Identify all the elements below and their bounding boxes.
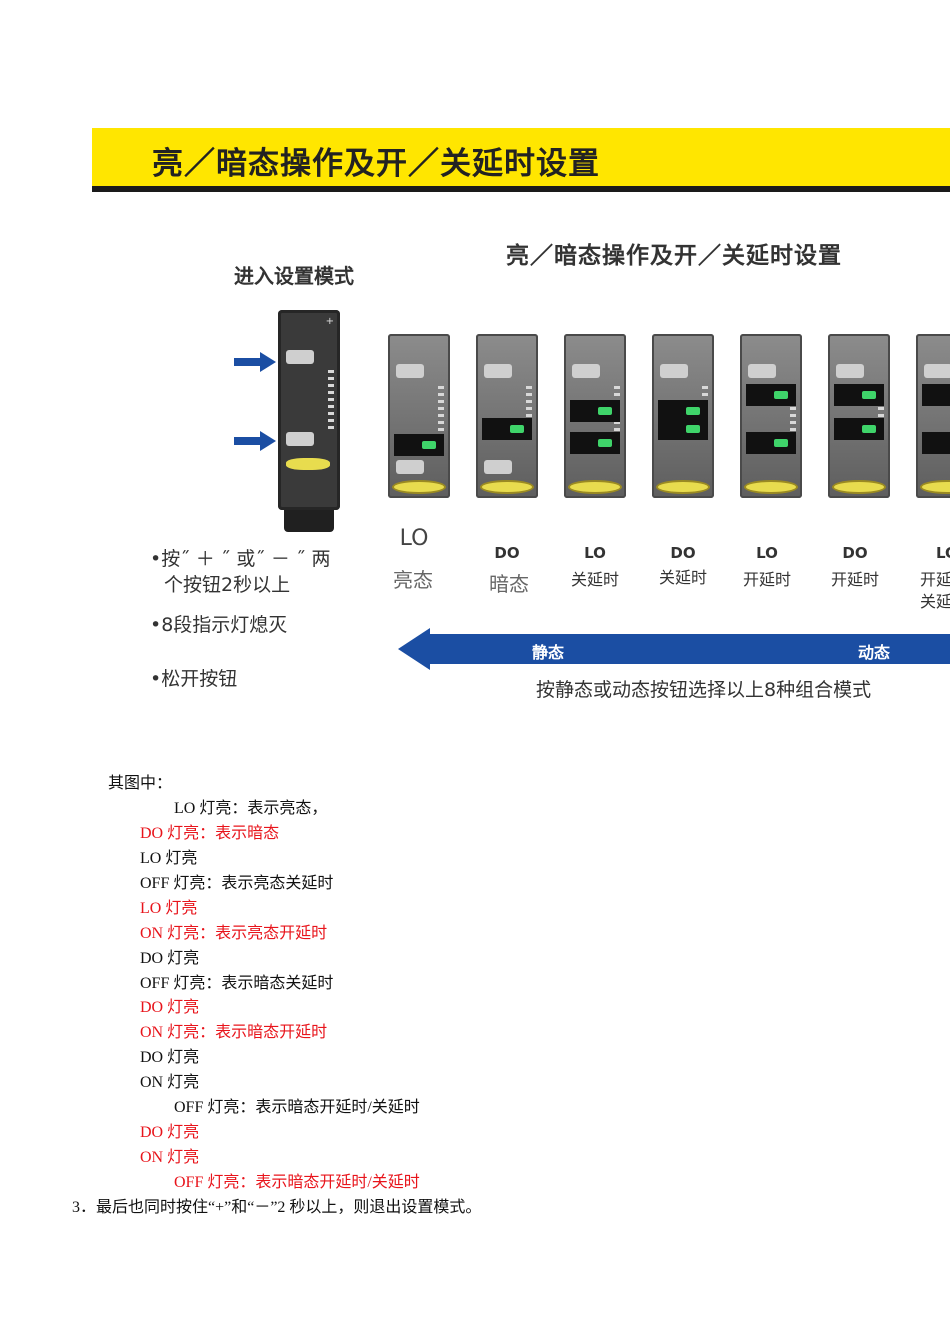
text-line: DO 灯亮 — [140, 999, 200, 1016]
caption-code-1: LO — [399, 526, 429, 551]
text-line: ON 灯亮 — [140, 1074, 200, 1091]
intro-text: 其图中： — [108, 775, 173, 792]
text-line: OFF 灯亮：表示暗态开延时/关延时 — [174, 1099, 420, 1116]
arrow-right-icon — [234, 352, 278, 372]
mode-device-6 — [828, 334, 890, 498]
mode-device-1 — [388, 334, 450, 498]
caption-label-2: 暗态 — [489, 572, 529, 596]
enter-mode-title: 进入设置模式 — [234, 264, 354, 288]
mode-device-3 — [564, 334, 626, 498]
text-line: ON 灯亮：表示亮态开延时 — [140, 925, 328, 942]
mode-arrow-band — [428, 634, 950, 664]
bullet-press-line2: 个按钮2秒以上 — [164, 574, 291, 596]
sensor-plus-label: + — [325, 316, 334, 327]
sensor-cable-base — [284, 510, 334, 532]
bullet-press-line1: •按˝ ＋ ˝ 或˝ － ˝ 两 — [150, 548, 331, 570]
caption-label-1: 亮态 — [393, 568, 433, 592]
sensor-led-column — [328, 370, 334, 430]
caption-label-5: 开延时 — [742, 570, 791, 589]
mode-device-4 — [652, 334, 714, 498]
caption-code-5: LO — [756, 544, 778, 562]
band-static-label: 静态 — [532, 643, 565, 662]
bullet-led-off: •8段指示灯熄灭 — [150, 614, 288, 636]
sensor-lens — [286, 458, 330, 470]
text-line: DO 灯亮 — [140, 950, 200, 967]
band-dynamic-label: 动态 — [858, 643, 891, 662]
mode-device-7 — [916, 334, 950, 498]
text-line: LO 灯亮 — [140, 850, 198, 867]
caption-code-6: DO — [842, 544, 868, 562]
select-mode-text: 按静态或动态按钮选择以上8种组合模式 — [536, 679, 872, 701]
text-line: DO 灯亮：表示暗态 — [140, 825, 280, 842]
bullet-release: •松开按钮 — [150, 668, 238, 690]
text-line: OFF 灯亮：表示暗态开延时/关延时 — [174, 1174, 420, 1191]
banner-title: 亮／暗态操作及开／关延时设置 — [152, 146, 600, 182]
text-line: DO 灯亮 — [140, 1124, 200, 1141]
caption-code-3: LO — [584, 544, 606, 562]
mode-device-5 — [740, 334, 802, 498]
caption-code-7: LO — [936, 544, 950, 562]
text-line: LO 灯亮：表示亮态， — [174, 800, 328, 817]
text-line: DO 灯亮 — [140, 1049, 200, 1066]
text-line: OFF 灯亮：表示暗态关延时 — [140, 975, 334, 992]
caption-label-3: 关延时 — [570, 570, 619, 589]
caption-label-6: 开延时 — [830, 570, 879, 589]
text-line: ON 灯亮：表示暗态开延时 — [140, 1024, 328, 1041]
left-arrow-icon — [398, 628, 430, 670]
figure-subtitle: 亮／暗态操作及开／关延时设置 — [506, 243, 842, 269]
text-line: LO 灯亮 — [140, 900, 198, 917]
caption-label-4: 关延时 — [658, 568, 707, 587]
caption-label-7a: 开延 — [920, 570, 950, 589]
final-step-text: 3．最后也同时按住“+”和“－”2 秒以上，则退出设置模式。 — [72, 1199, 482, 1216]
caption-code-2: DO — [494, 544, 520, 562]
text-line: ON 灯亮 — [140, 1149, 200, 1166]
title-banner: 亮／暗态操作及开／关延时设置 — [92, 128, 950, 192]
caption-label-7b: 关延 — [920, 592, 950, 611]
arrow-right-icon — [234, 431, 278, 451]
settings-figure: 亮／暗态操作及开／关延时设置 亮／暗态操作及开／关延时设置 进入设置模式 + — [92, 128, 950, 728]
sensor-plus-button-shape — [286, 350, 314, 364]
sensor-device-image: + — [278, 310, 340, 532]
mode-device-2 — [476, 334, 538, 498]
sensor-minus-button-shape — [286, 432, 314, 446]
text-line: OFF 灯亮：表示亮态关延时 — [140, 875, 334, 892]
caption-code-4: DO — [670, 544, 696, 562]
bullet-press-buttons: •按˝ ＋ ˝ 或˝ － ˝ 两 个按钮2秒以上 — [150, 546, 330, 598]
